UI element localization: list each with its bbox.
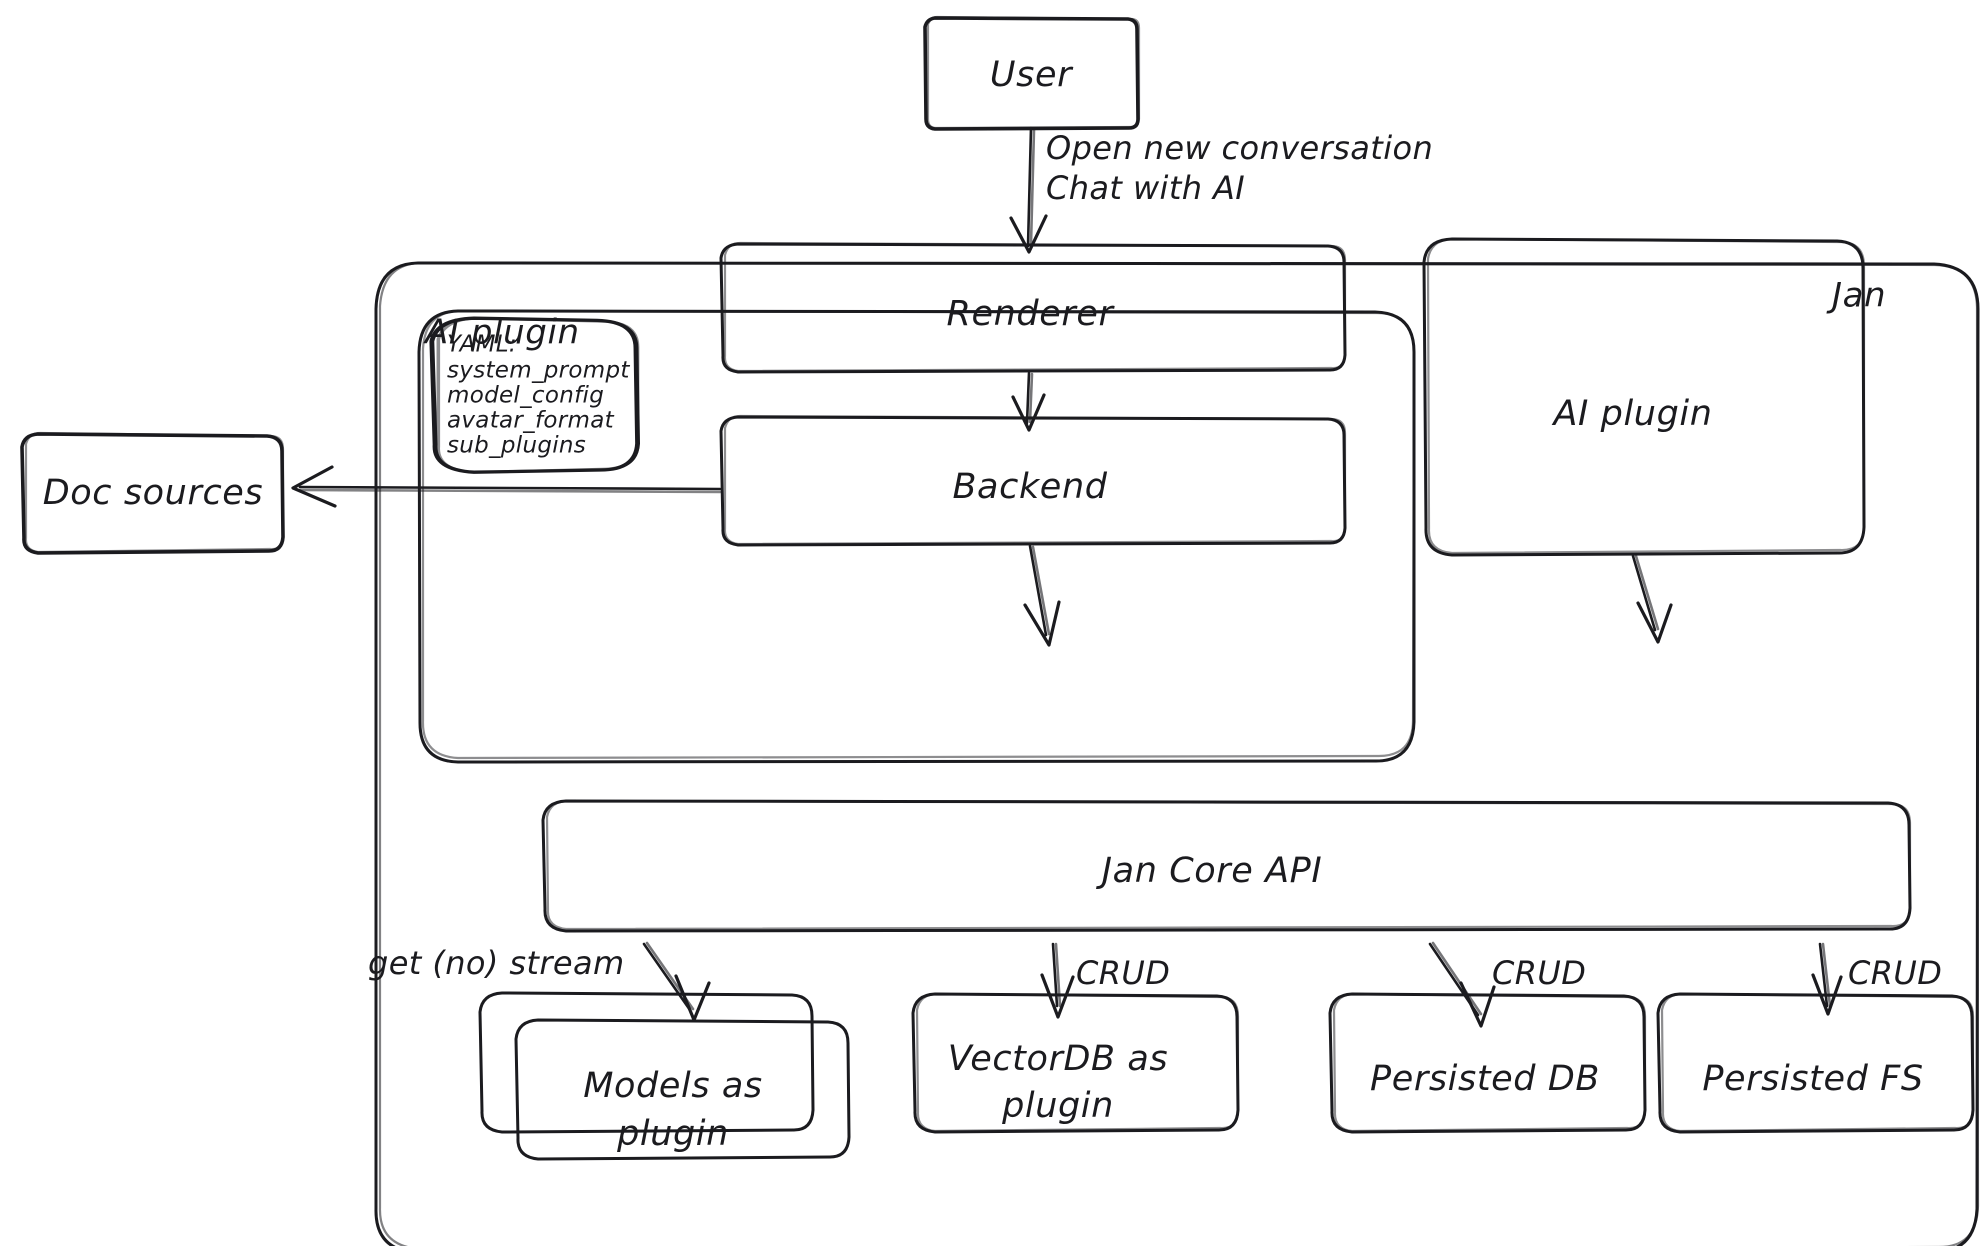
container-jan-label: Jan [1826,276,1886,316]
node-renderer-label: Renderer [947,294,1116,334]
edge-renderer-to-backend [1011,371,1046,432]
node-renderer[interactable]: Renderer [719,241,1347,374]
edge-ai-plugin-to-jan-core-api [1631,554,1673,644]
edge-api-to-vectordb: CRUD [1040,942,1170,1019]
edge-label-crud-persisted-db: CRUD [1492,954,1586,992]
edge-backend-to-doc-sources [291,465,722,508]
edge-label-crud-persisted-fs: CRUD [1848,954,1942,992]
node-vectordb-plugin-label-line1: VectorDB as [948,1039,1169,1079]
models-plugin-back-card [478,991,815,1134]
node-backend[interactable]: Backend [719,414,1347,547]
edge-label-open-new-conversation: Open new conversation [1046,129,1433,167]
node-models-plugin-label-line1: Models as [583,1066,763,1106]
node-persisted-db[interactable]: Persisted DB [1328,992,1647,1134]
edge-backend-to-jan-core-api [1023,544,1061,647]
node-jan-core-api[interactable]: Jan Core API [541,799,1912,933]
node-vectordb-plugin[interactable]: VectorDB as plugin [911,992,1240,1134]
node-jan-core-api-label: Jan Core API [1096,851,1323,891]
edge-label-chat-with-ai: Chat with AI [1046,169,1245,207]
node-user[interactable]: User [923,15,1141,131]
node-persisted-fs[interactable]: Persisted FS [1656,992,1975,1134]
yaml-card-heading: YAML: [447,332,517,358]
models-plugin-front-card [514,1018,851,1161]
edge-api-to-persisted-db: CRUD [1428,941,1586,1028]
node-user-label: User [990,55,1074,95]
edge-api-to-persisted-fs: CRUD [1811,942,1942,1016]
node-doc-sources[interactable]: Doc sources [20,431,285,555]
node-backend-label: Backend [952,467,1107,507]
node-vectordb-plugin-label-line2: plugin [1001,1086,1114,1126]
edge-label-get-no-stream: get (no) stream [368,944,625,982]
node-models-plugin-label-line2: plugin [616,1114,729,1154]
edge-api-to-models: get (no) stream [368,941,711,1022]
node-doc-sources-label: Doc sources [43,473,264,513]
node-ai-plugin[interactable]: AI plugin [1422,237,1866,557]
edge-user-to-renderer: Open new conversation Chat with AI [1009,126,1433,254]
yaml-key-sub-plugins: sub_plugins [447,433,586,459]
yaml-key-system-prompt: system_prompt [447,358,630,384]
edge-label-crud-vectordb: CRUD [1076,954,1170,992]
yaml-key-avatar-format: avatar_format [447,408,615,434]
card-yaml-config: YAML: system_prompt model_config avatar_… [429,316,641,474]
node-persisted-fs-label: Persisted FS [1702,1059,1923,1099]
node-models-plugin[interactable]: Models as plugin [478,991,851,1161]
node-ai-plugin-label: AI plugin [1551,394,1712,434]
node-persisted-db-label: Persisted DB [1370,1059,1600,1099]
yaml-key-model-config: model_config [447,383,604,409]
container-jan: Jan [374,261,1980,1246]
